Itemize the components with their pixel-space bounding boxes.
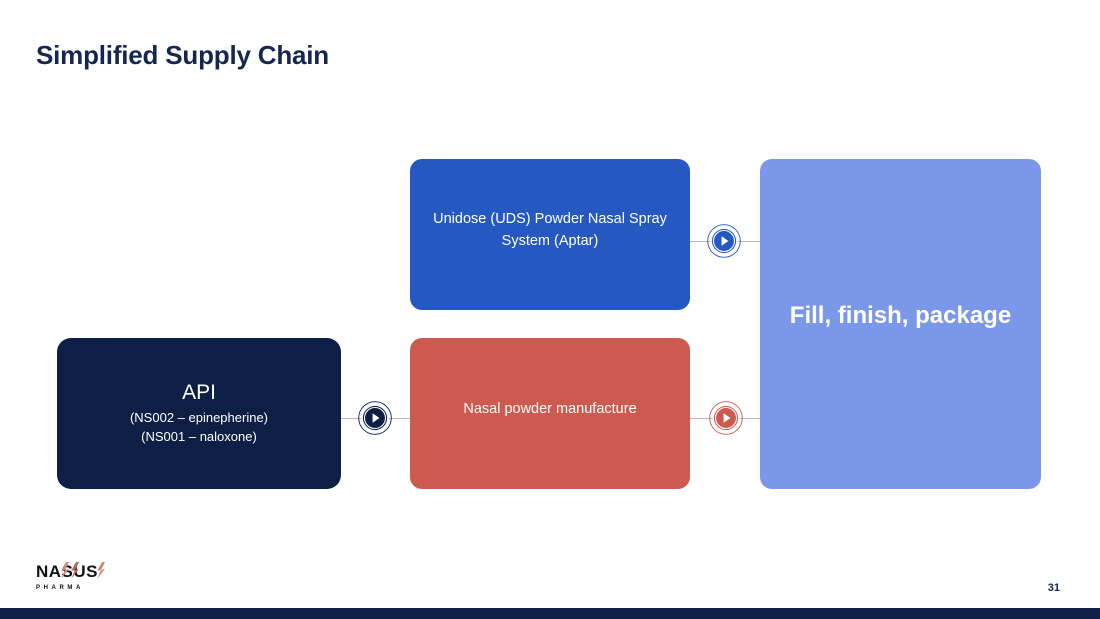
connector-line-arrow-to-fill-upper — [722, 241, 762, 242]
logo-wordmark: NASUS — [36, 562, 99, 581]
play-arrow-icon — [707, 224, 741, 258]
play-arrow-icon — [709, 401, 743, 435]
footer-bar — [0, 608, 1100, 619]
page-number: 31 — [1047, 582, 1060, 594]
node-unidose-label: Unidose (UDS) Powder Nasal Spray System … — [433, 210, 667, 249]
node-api-content: API (NS002 – epinepherine) (NS001 – nalo… — [130, 380, 268, 447]
connector-api-to-powder[interactable] — [358, 401, 392, 435]
node-nasal-powder[interactable]: Nasal powder manufacture — [410, 338, 690, 489]
node-fill-finish-package[interactable]: Fill, finish, package — [760, 159, 1041, 489]
logo-subtitle: PHARMA — [36, 585, 84, 591]
supply-chain-diagram: API (NS002 – epinepherine) (NS001 – nalo… — [57, 159, 1041, 489]
node-api-subtitle-2: (NS001 – naloxone) — [141, 429, 257, 445]
node-api[interactable]: API (NS002 – epinepherine) (NS001 – nalo… — [57, 338, 341, 489]
page-title: Simplified Supply Chain — [36, 40, 329, 70]
node-unidose[interactable]: Unidose (UDS) Powder Nasal Spray System … — [410, 159, 690, 310]
company-logo: NASUS PHARMA — [36, 562, 116, 597]
connector-unidose-to-fill[interactable] — [707, 224, 741, 258]
node-fill-finish-package-label: Fill, finish, package — [789, 301, 1012, 329]
connector-line-powder-to-arrow — [690, 418, 726, 419]
node-api-title: API — [182, 381, 216, 405]
node-nasal-powder-label: Nasal powder manufacture — [463, 401, 637, 418]
play-arrow-icon — [358, 401, 392, 435]
connector-line-arrow-to-powder — [373, 418, 411, 419]
node-api-subtitle-1: (NS002 – epinepherine) — [129, 410, 269, 426]
connector-powder-to-fill[interactable] — [709, 401, 743, 435]
